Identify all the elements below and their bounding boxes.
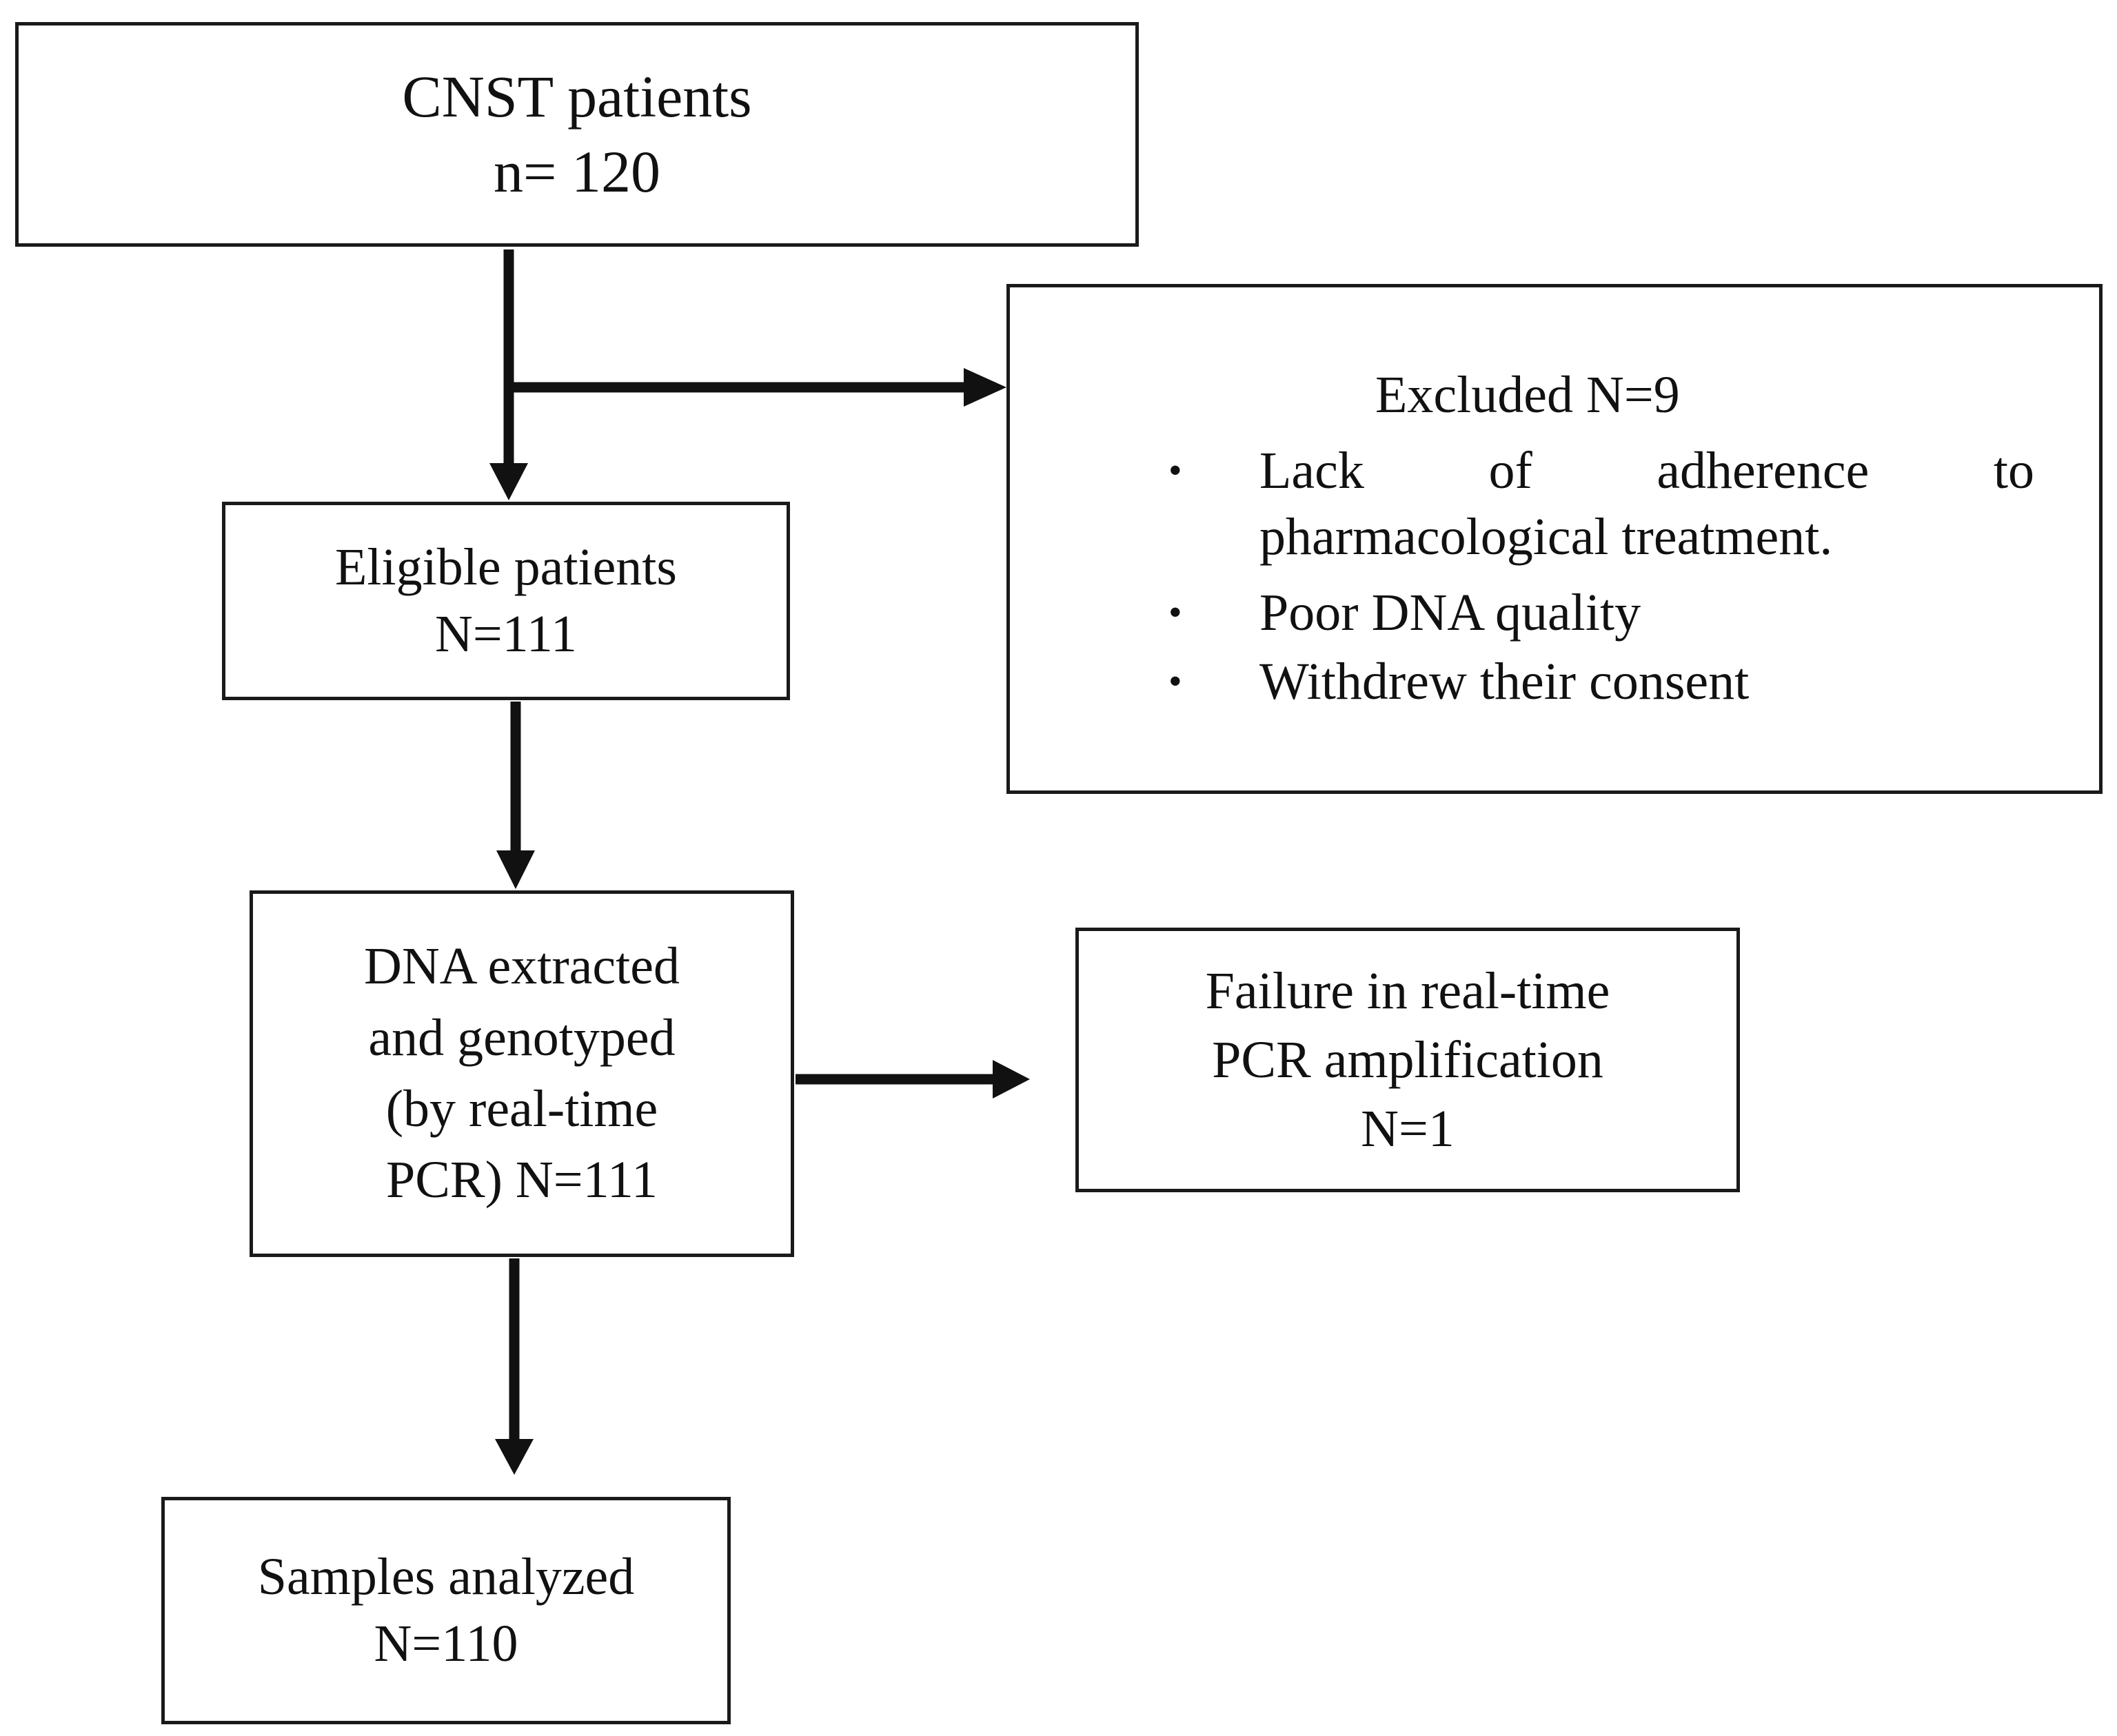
bullet-icon: • — [1168, 660, 1182, 703]
arrowhead-to-excluded — [964, 368, 1006, 407]
arrowhead-to-dna — [496, 850, 535, 889]
dna-box-line-3: (by real-time — [385, 1080, 658, 1138]
bullet-icon: • — [1168, 449, 1182, 492]
arrowhead-to-samples — [495, 1439, 534, 1475]
reason-word: of — [1488, 442, 1532, 500]
arrowhead-to-failure — [993, 1060, 1030, 1099]
dna-box-line-1: DNA extracted — [364, 937, 680, 996]
excluded-box: Excluded N=9 • Lack of adherence to phar… — [1006, 284, 2103, 794]
reason-word: Lack — [1259, 442, 1364, 500]
samples-analyzed-box: Samples analyzed N=110 — [161, 1497, 731, 1724]
dna-extracted-box: DNA extracted and genotyped (by real-tim… — [250, 890, 794, 1257]
eligible-box-count: N=111 — [434, 605, 578, 663]
exclusion-reason-continuation: pharmacological treatment. — [1259, 508, 1833, 566]
exclusion-reason-text: Withdrew their consent — [1259, 653, 1750, 711]
dna-box-line-2: and genotyped — [368, 1008, 676, 1067]
eligible-box-title: Eligible patients — [334, 538, 677, 597]
samples-box-count: N=110 — [374, 1615, 518, 1673]
exclusion-reason-text: Poor DNA quality — [1259, 584, 1641, 642]
bullet-icon: • — [1168, 591, 1182, 634]
excluded-box-title: Excluded N=9 — [1375, 366, 1680, 424]
cnst-box-count: n= 120 — [493, 139, 660, 205]
samples-box-title: Samples analyzed — [257, 1548, 635, 1606]
failure-box-line-2: PCR amplification — [1212, 1030, 1603, 1089]
cnst-patients-box: CNST patients n= 120 — [15, 22, 1139, 247]
exclusion-reason-first-line: Lack of adherence to — [1259, 438, 2034, 504]
arrowhead-to-eligible — [489, 463, 528, 500]
reason-word: adherence — [1657, 442, 1870, 500]
eligible-patients-box: Eligible patients N=111 — [222, 502, 790, 700]
failure-box-count: N=1 — [1361, 1100, 1455, 1158]
dna-box-line-4: PCR) N=111 — [385, 1151, 658, 1209]
exclusion-reason-text: Lack of adherence to pharmacological tre… — [1259, 438, 2034, 570]
pcr-failure-box: Failure in real-time PCR amplification N… — [1075, 928, 1740, 1192]
reason-word: to — [1993, 442, 2034, 500]
cnst-box-title: CNST patients — [402, 63, 752, 130]
failure-box-line-1: Failure in real-time — [1205, 961, 1610, 1020]
